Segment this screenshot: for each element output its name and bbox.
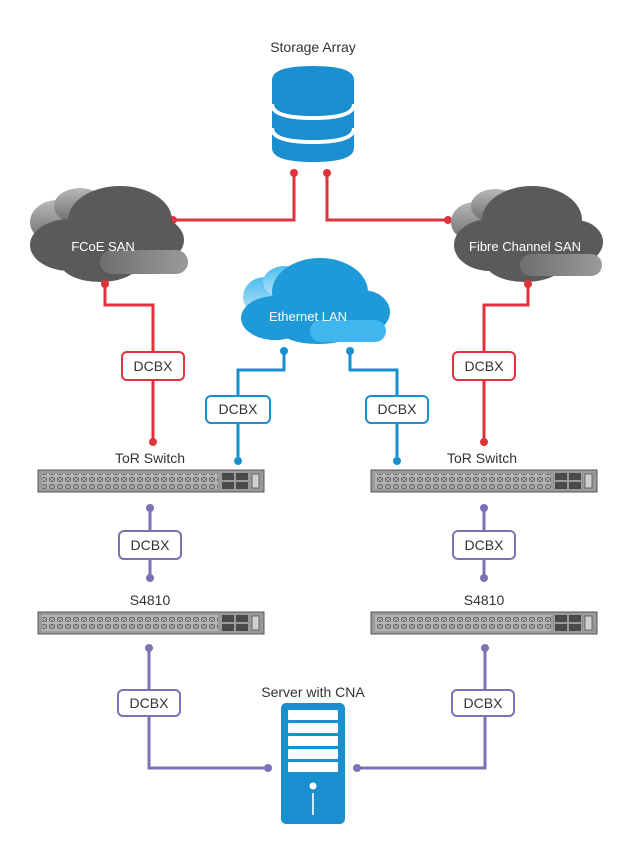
link-s4810-server-left xyxy=(145,644,272,772)
svg-text:DCBX: DCBX xyxy=(464,695,504,711)
fcoe-san-label: FCoE SAN xyxy=(71,239,135,254)
s4810-left-label: S4810 xyxy=(130,592,171,608)
tor-switch-left-icon xyxy=(37,469,265,493)
svg-text:DCBX: DCBX xyxy=(378,401,418,417)
tor-switch-right-label: ToR Switch xyxy=(447,450,517,466)
fibre-channel-san-label: Fibre Channel SAN xyxy=(469,239,581,254)
dcbx-box-server-right: DCBX xyxy=(451,689,515,717)
s4810-right-label: S4810 xyxy=(464,592,505,608)
dcbx-box-tor-right: DCBX xyxy=(452,530,516,560)
server-label: Server with CNA xyxy=(261,684,365,700)
svg-text:DCBX: DCBX xyxy=(134,358,174,374)
tor-switch-left-label: ToR Switch xyxy=(115,450,185,466)
fibre-channel-san-cloud-icon xyxy=(451,186,603,282)
dcbx-box-lan-left: DCBX xyxy=(205,395,271,424)
storage-array-label: Storage Array xyxy=(270,39,356,55)
dcbx-box-tor-left: DCBX xyxy=(118,530,182,560)
svg-text:DCBX: DCBX xyxy=(465,537,505,553)
server-icon xyxy=(281,703,345,824)
ethernet-lan-label: Ethernet LAN xyxy=(269,309,347,324)
link-storage-fcoe xyxy=(169,169,298,224)
fcoe-san-cloud-icon xyxy=(30,186,188,282)
link-storage-fc xyxy=(323,169,452,224)
dcbx-box-lan-right: DCBX xyxy=(365,395,429,424)
s4810-left-switch-icon xyxy=(37,611,265,635)
dcbx-box-fcoe: DCBX xyxy=(121,351,185,381)
ethernet-lan-cloud-icon xyxy=(241,258,390,344)
tor-switch-right-icon xyxy=(370,469,598,493)
svg-text:DCBX: DCBX xyxy=(131,537,171,553)
svg-text:DCBX: DCBX xyxy=(465,358,505,374)
s4810-right-switch-icon xyxy=(370,611,598,635)
dcbx-box-server-left: DCBX xyxy=(117,689,181,717)
dcbx-box-fc: DCBX xyxy=(452,351,516,381)
svg-text:DCBX: DCBX xyxy=(130,695,170,711)
svg-text:DCBX: DCBX xyxy=(219,401,259,417)
database-icon xyxy=(270,66,356,162)
link-s4810-server-right xyxy=(353,644,489,772)
